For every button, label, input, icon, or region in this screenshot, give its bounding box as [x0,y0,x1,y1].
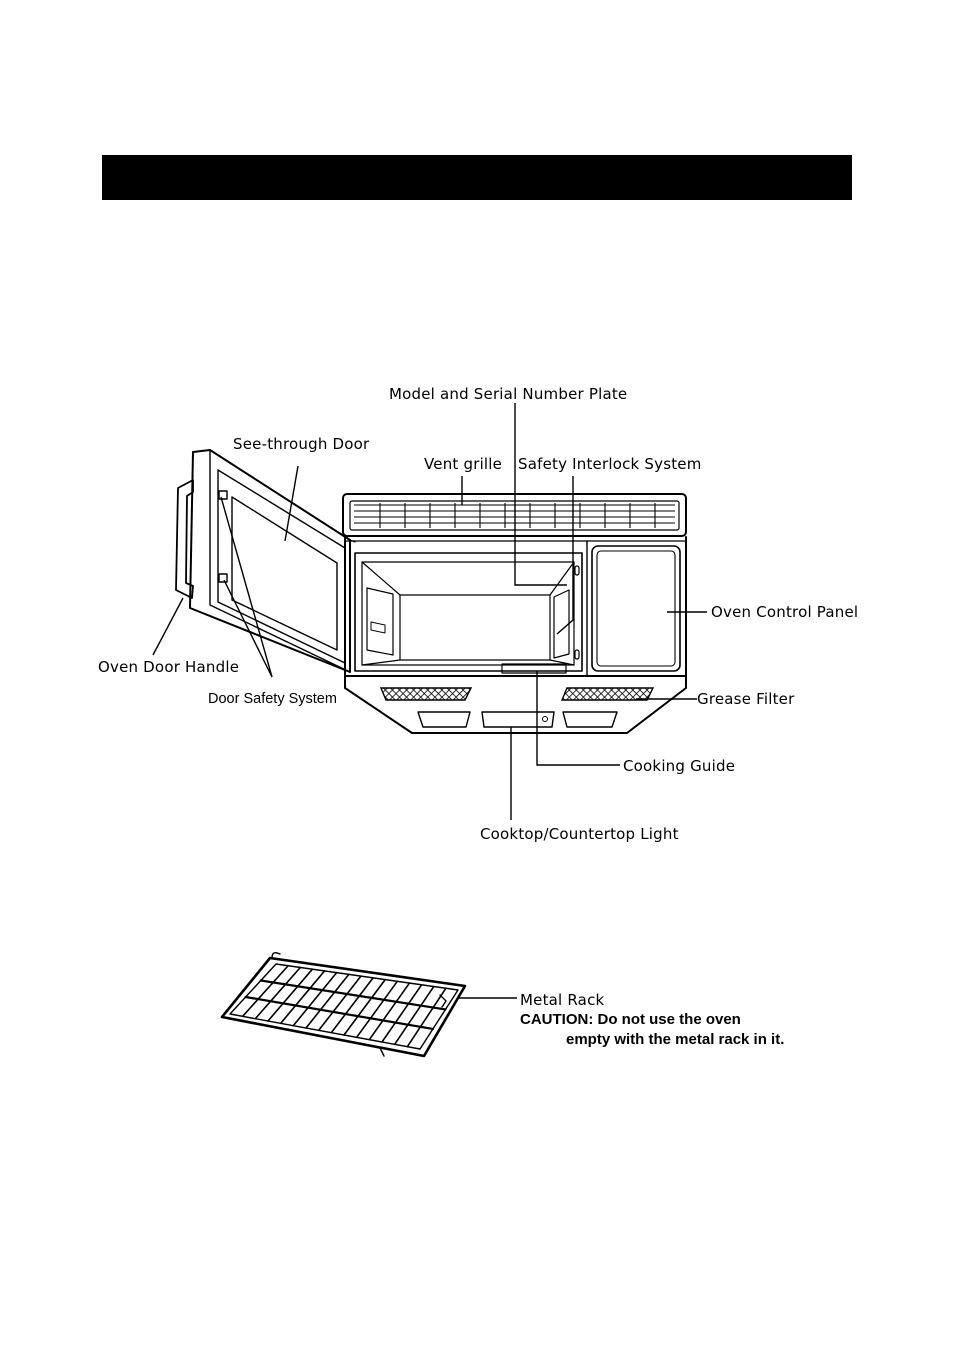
rack-wire [406,987,447,1048]
header-bar [102,155,852,200]
grease-filter-right [560,687,655,701]
rack-wire [292,971,338,1027]
label-safety-interlock: Safety Interlock System [518,455,702,473]
door-latch-hooks [218,490,228,583]
oven-control-panel [591,545,681,672]
label-oven-door-handle: Oven Door Handle [98,658,240,676]
label-see-through-door: See-through Door [233,435,370,453]
rack-wire [381,983,423,1043]
label-door-safety-system: Door Safety System [208,691,337,707]
label-grease-filter: Grease Filter [697,690,795,708]
oven-door [189,449,356,673]
metal-rack [220,951,467,1058]
oven-cabinet [344,536,687,677]
rack-wire [393,985,435,1046]
cooking-guide-plate [501,663,567,674]
label-cooktop-light: Cooktop/Countertop Light [480,825,679,843]
caution-text-line2: empty with the metal rack in it. [566,1031,785,1048]
rack-wire [279,970,326,1025]
label-model-serial-plate: Model and Serial Number Plate [389,385,628,403]
rack-wire [355,980,399,1039]
interlock-slot-top [574,565,580,576]
label-cooking-guide: Cooking Guide [623,757,736,775]
rack-wire [368,982,411,1041]
label-metal-rack: Metal Rack [520,991,605,1009]
cooktop-light-lens [481,711,555,728]
rack-wire [241,964,289,1018]
leader-lines [152,403,707,999]
grease-filter-left [379,687,473,701]
rack-crossbar [244,995,435,1031]
rack-wire [330,977,374,1034]
rack-wire [267,968,314,1022]
rack-wire [317,975,362,1032]
oven-bottom [344,675,687,734]
oven-door-handle [175,479,194,599]
label-vent-grille: Vent grille [424,455,503,473]
interlock-slot-bottom [574,649,580,660]
label-oven-control-panel: Oven Control Panel [711,603,859,621]
rack-wire [343,978,387,1036]
rack-crossbar [259,979,447,1011]
caution-text-line1: CAUTION: Do not use the oven [520,1011,741,1028]
rack-wire [305,973,350,1029]
rack-wire [254,966,302,1020]
